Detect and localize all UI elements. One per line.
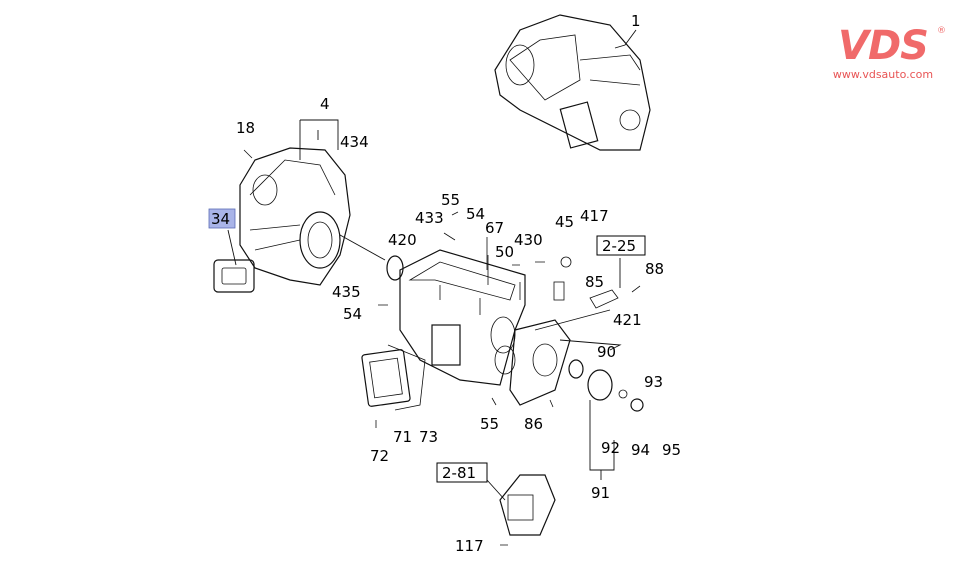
transmission-assembly [494,14,651,151]
part-label[interactable]: 4 [320,95,330,113]
part-label[interactable]: 73 [419,428,438,446]
part-label[interactable]: 54 [343,305,362,323]
part-label[interactable]: 435 [332,283,361,301]
part-label[interactable]: 67 [485,219,504,237]
part-label[interactable]: 95 [662,441,681,459]
part-label[interactable]: 417 [580,207,609,225]
part-label[interactable]: 71 [393,428,412,446]
part-label[interactable]: 94 [631,441,650,459]
clutch-housing [213,119,404,293]
reference-2-25[interactable]: 2-25 [596,235,646,256]
shift-cover [486,474,556,536]
highlight-box [208,208,236,229]
part-label[interactable]: 1 [631,12,641,30]
part-label[interactable]: 88 [645,260,664,278]
registered-mark: ® [937,26,946,36]
logo-url: www.vdsauto.com [832,68,934,81]
part-label[interactable]: 117 [455,537,484,555]
logo-brand: VDS [838,23,929,69]
part-label[interactable]: 93 [644,373,663,391]
part-label[interactable]: 91 [591,484,610,502]
part-label[interactable]: 55 [480,415,499,433]
reference-label[interactable]: 2-25 [602,237,636,255]
reference-2-81[interactable]: 2-81 [436,462,488,483]
transmission-case [361,211,644,546]
part-label[interactable]: 45 [555,213,574,231]
part-label[interactable]: 420 [388,231,417,249]
part-label[interactable]: 434 [340,133,369,151]
reference-label[interactable]: 2-81 [442,464,476,482]
part-label[interactable]: 50 [495,243,514,261]
part-label[interactable]: 430 [514,231,543,249]
part-label[interactable]: 86 [524,415,543,433]
part-label[interactable]: 421 [613,311,642,329]
part-label[interactable]: 54 [466,205,485,223]
part-label[interactable]: 72 [370,447,389,465]
part-label[interactable]: 433 [415,209,444,227]
part-label[interactable]: 90 [597,343,616,361]
part-label[interactable]: 55 [441,191,460,209]
part-label[interactable]: 92 [601,439,620,457]
part-label[interactable]: 85 [585,273,604,291]
part-label-highlighted[interactable]: 34 [211,210,230,228]
part-label[interactable]: 18 [236,119,255,137]
vds-logo: ® VDS www.vdsauto.com [820,26,946,81]
